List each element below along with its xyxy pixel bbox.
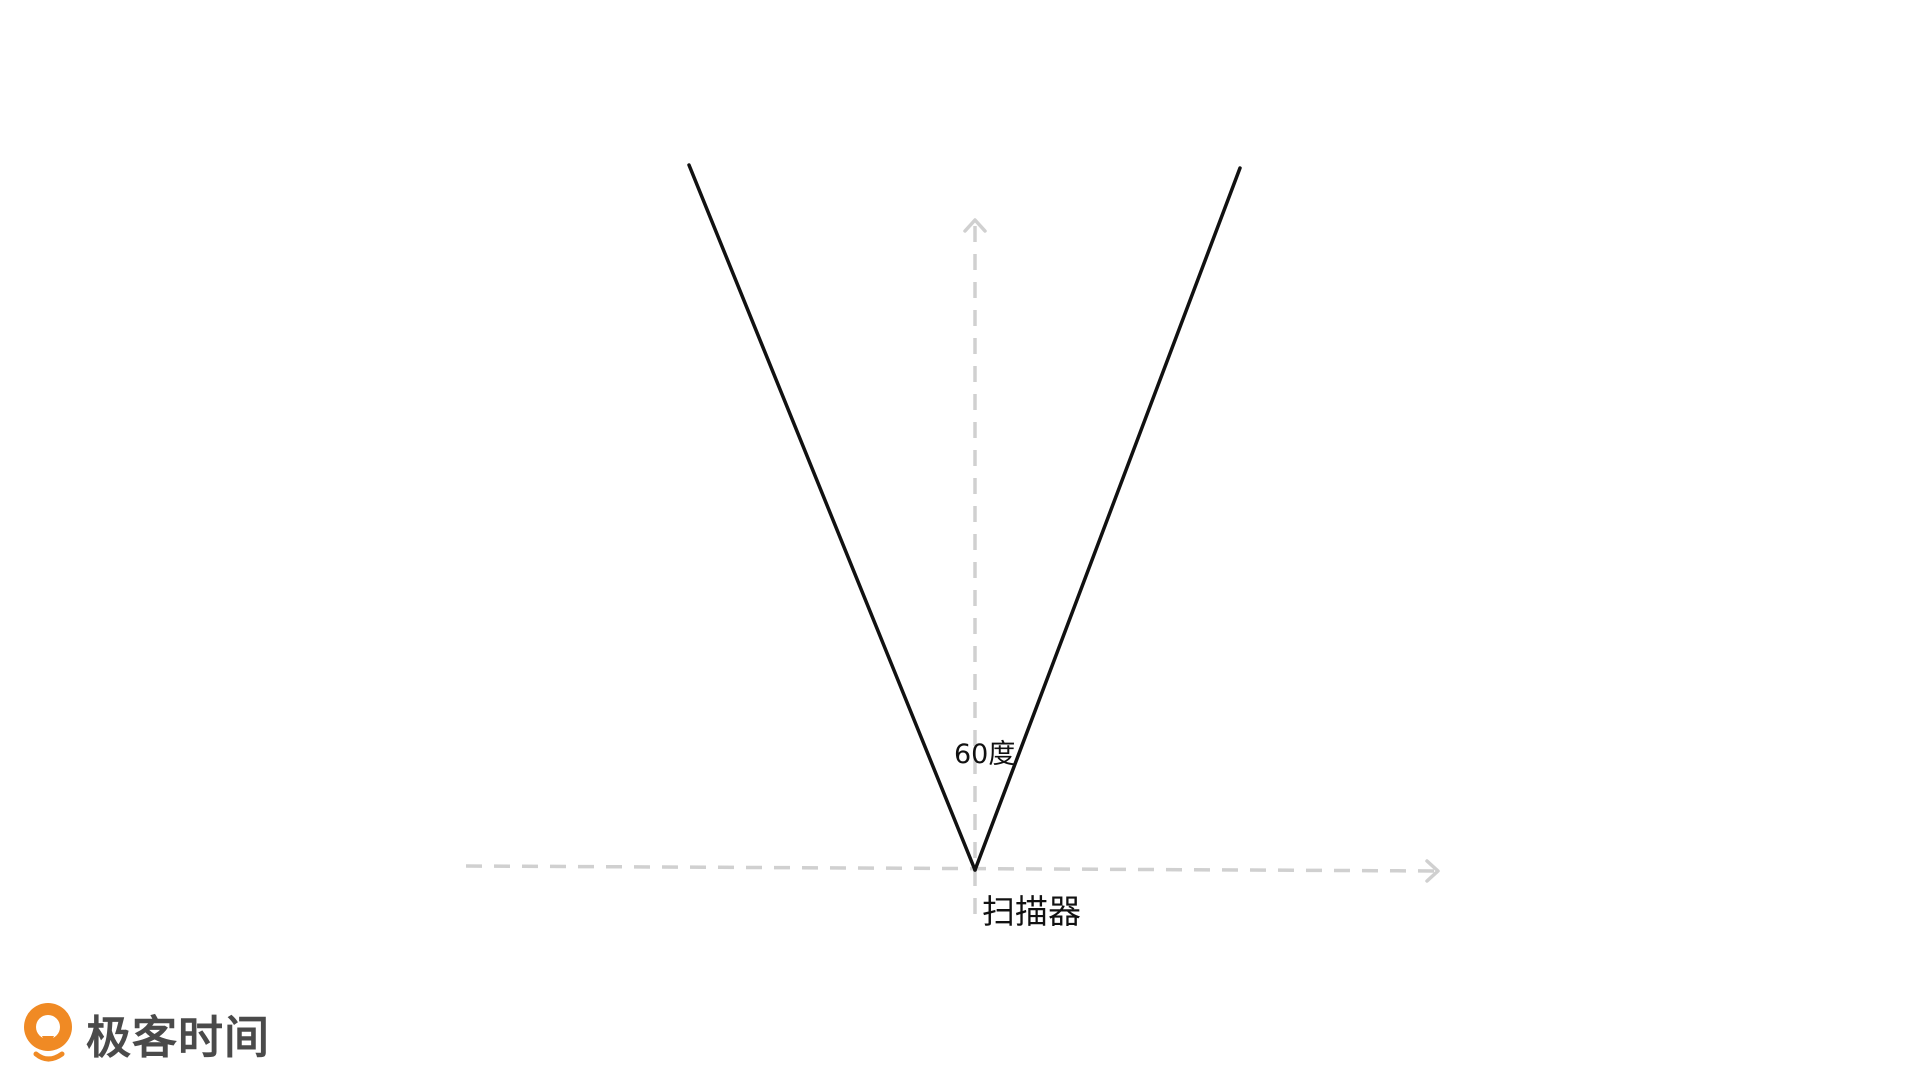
geektime-logo: 极客时间 xyxy=(22,1000,270,1066)
horizontal-axis xyxy=(465,864,1437,873)
logo-text: 极客时间 xyxy=(86,1010,271,1064)
scan-boundary-left xyxy=(687,163,977,872)
vertical-axis-arrowhead-icon xyxy=(963,218,987,233)
horizontal-axis-arrowhead-icon xyxy=(1425,859,1440,883)
scan-boundary-right xyxy=(973,166,1242,872)
scanner-label: 扫描器 xyxy=(982,892,1081,931)
angle-label: 60度 xyxy=(954,739,1016,770)
geektime-logo-icon xyxy=(24,1003,72,1062)
